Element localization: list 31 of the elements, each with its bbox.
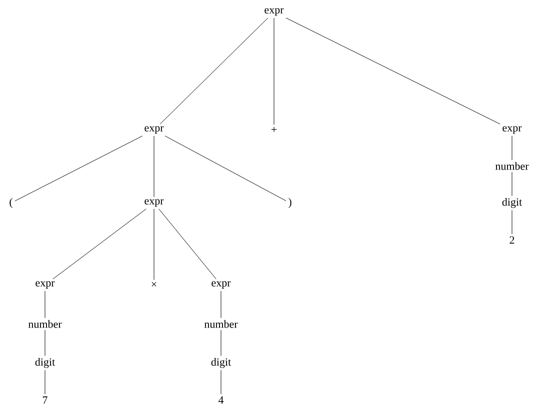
tree-branch xyxy=(52,208,146,280)
tree-branch xyxy=(44,290,46,318)
tree-node-label: expr xyxy=(264,8,284,16)
tree-node-label: number xyxy=(204,320,238,328)
tree-node-label: number xyxy=(28,320,62,328)
tree-branch xyxy=(160,18,268,124)
tree-node-label: expr xyxy=(144,126,164,134)
tree-node-label: expr xyxy=(36,281,55,289)
tree-branch xyxy=(14,136,143,202)
tree-node-label: expr xyxy=(502,126,522,134)
tree-node-label: ( xyxy=(10,198,12,208)
tree-branch xyxy=(286,18,500,124)
tree-node-label: × xyxy=(152,282,156,287)
tree-node-label: ) xyxy=(288,198,292,208)
tree-node-label: + xyxy=(271,126,277,132)
tree-node-label: digit xyxy=(502,198,522,208)
tree-branch xyxy=(44,330,46,356)
tree-node-label: 2 xyxy=(510,236,514,244)
tree-node-label: expr xyxy=(144,199,164,207)
tree-branch xyxy=(158,208,216,280)
tree-node-label: number xyxy=(495,162,529,170)
tree-node-label: digit xyxy=(211,358,232,368)
tree-branch xyxy=(220,290,222,318)
tree-node-label: digit xyxy=(35,358,56,368)
tree-node-label: 4 xyxy=(218,396,224,404)
tree-node-label: expr xyxy=(212,281,231,289)
tree-node-label: 7 xyxy=(42,396,48,404)
tree-branch xyxy=(164,136,286,202)
tree-branch xyxy=(44,370,46,394)
tree-branch xyxy=(220,330,222,356)
tree-branch xyxy=(220,370,222,394)
